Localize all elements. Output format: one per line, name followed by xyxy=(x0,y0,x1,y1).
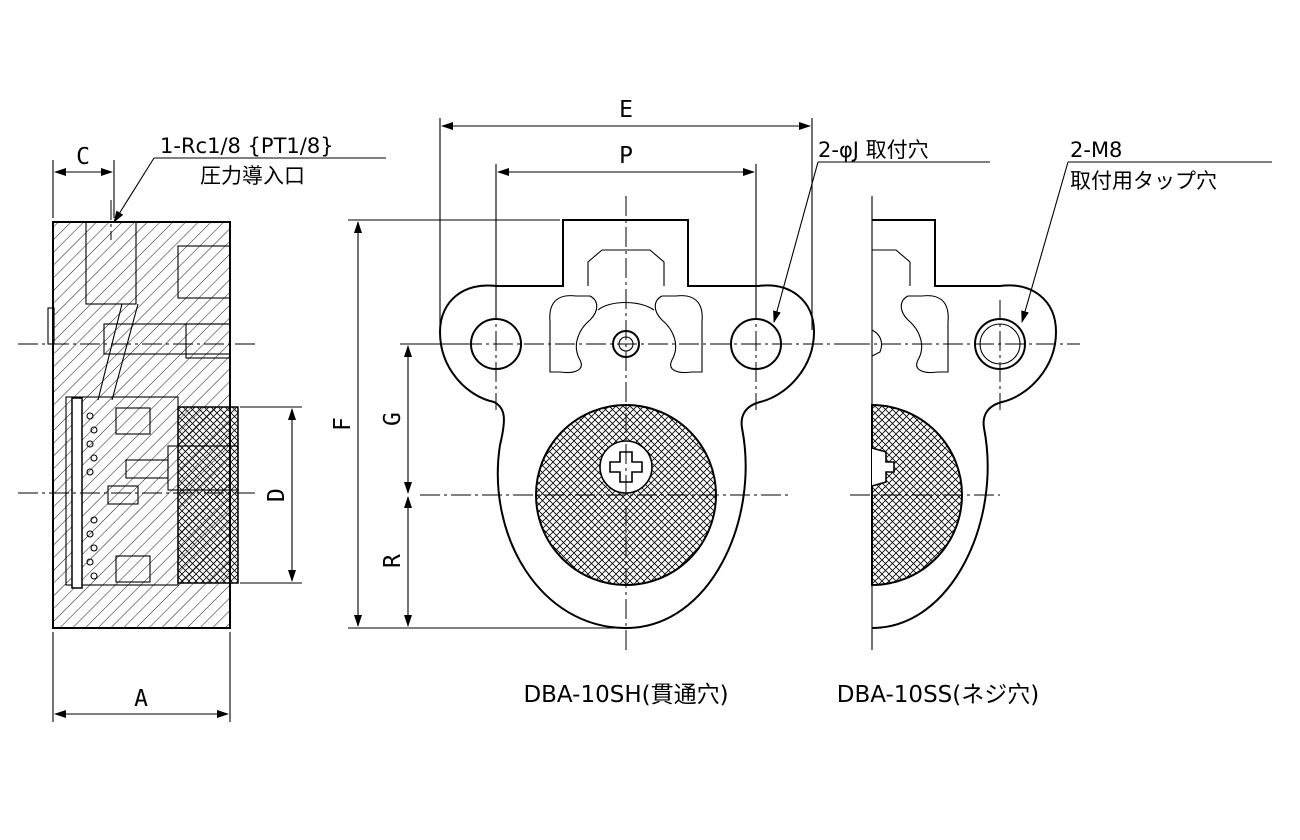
front-view-tapped-hole xyxy=(850,196,1080,650)
dim-label-p: P xyxy=(619,143,633,169)
dimension-g: G xyxy=(380,343,470,494)
dim-label-d: D xyxy=(264,488,290,502)
dimension-e: E xyxy=(439,97,813,330)
dimension-a: A xyxy=(52,632,231,722)
caption-through-type: DBA-10SH(貫通穴) xyxy=(523,682,728,708)
dimension-p: P xyxy=(495,143,757,318)
port-callout-line2: 圧力導入口 xyxy=(200,164,305,188)
side-section-view xyxy=(18,200,258,629)
through-hole-callout: 2-φJ 取付穴 xyxy=(773,138,990,323)
dimension-d: D xyxy=(240,406,302,584)
dim-label-c: C xyxy=(76,144,90,170)
front-view-through-hole xyxy=(400,196,850,650)
dimension-c: C xyxy=(52,144,115,218)
dimension-r: R xyxy=(380,496,412,627)
dim-label-e: E xyxy=(619,97,633,123)
dim-label-f: F xyxy=(330,417,356,431)
dim-label-g: G xyxy=(380,412,406,426)
dim-label-a: A xyxy=(134,686,148,712)
tap-hole-callout: 2-M8 取付用タップ穴 xyxy=(1021,138,1272,323)
tap-hole-callout-line2: 取付用タップ穴 xyxy=(1070,169,1217,193)
port-callout: 1-Rc1/8 {PT1/8} 圧力導入口 xyxy=(113,134,386,223)
port-callout-line1: 1-Rc1/8 {PT1/8} xyxy=(160,134,334,158)
spring xyxy=(86,412,98,580)
dimension-f: F xyxy=(330,219,620,629)
caption-tapped-type: DBA-10SS(ネジ穴) xyxy=(837,682,1039,708)
through-hole-callout-text: 2-φJ 取付穴 xyxy=(818,138,929,162)
tap-hole-callout-line1: 2-M8 xyxy=(1070,138,1122,162)
dim-label-r: R xyxy=(380,554,406,568)
